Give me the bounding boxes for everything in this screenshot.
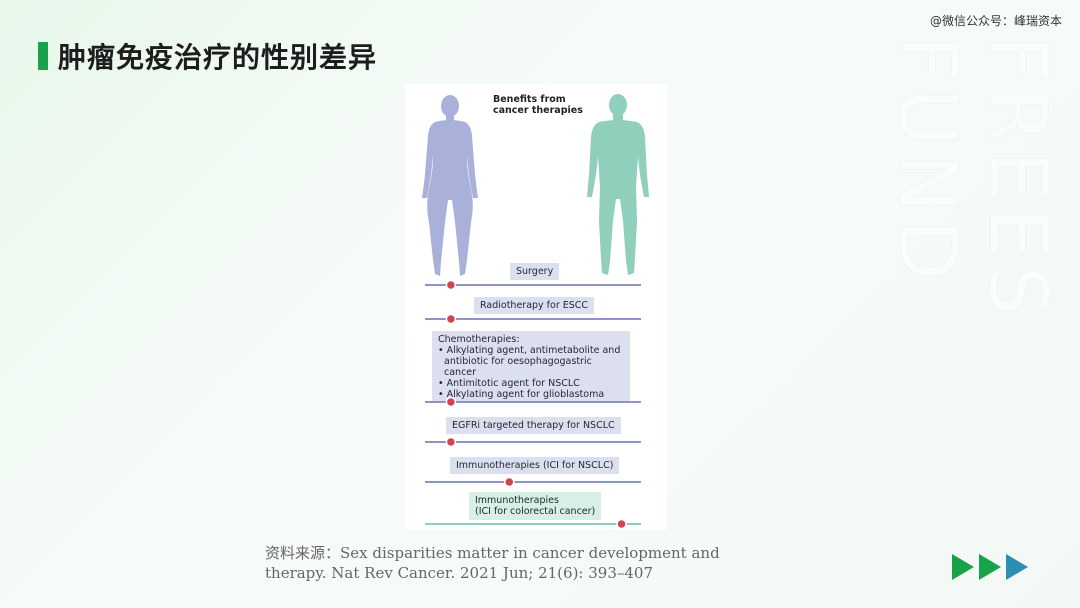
- label-radiotherapy: Radiotherapy for ESCC: [474, 297, 595, 314]
- label-line: Surgery: [516, 266, 554, 277]
- label-line: antibiotic for oesophagogastric cancer: [444, 356, 592, 378]
- label-egfri: EGFRi targeted therapy for NSCLC: [446, 417, 621, 434]
- female-silhouette-icon: [422, 95, 478, 276]
- label-line: • Antimitotic agent for NSCLC: [438, 378, 580, 389]
- label-line: Radiotherapy for ESCC: [480, 300, 589, 311]
- nav-arrows: [952, 554, 1028, 580]
- title-accent-bar: [38, 42, 48, 70]
- label-line: • Alkylating agent for glioblastoma: [438, 389, 605, 400]
- benefit-scale-lines: [425, 279, 641, 530]
- watermark-text: @微信公众号：峰瑞资本: [929, 14, 1062, 28]
- label-surgery: Surgery: [510, 263, 560, 280]
- source-citation: 资料来源：Sex disparities matter in cancer de…: [265, 543, 735, 583]
- benefit-marker: [503, 476, 515, 488]
- benefit-marker: [445, 436, 457, 448]
- benefit-marker: [616, 518, 627, 530]
- figure-title-line1: Benefits from: [493, 94, 566, 105]
- figure-title: Benefits from cancer therapies: [493, 94, 603, 116]
- page-title-wrap: 肿瘤免疫治疗的性别差异: [38, 36, 377, 76]
- label-line: • Alkylating agent, antimetabolite and: [438, 345, 621, 356]
- label-line: Immunotherapies: [475, 495, 559, 506]
- benefit-marker: [445, 313, 457, 325]
- label-line: EGFRi targeted therapy for NSCLC: [452, 420, 615, 431]
- arrow-icon: [979, 554, 1001, 580]
- label-chemotherapies: Chemotherapies: • Alkylating agent, anti…: [432, 331, 630, 403]
- vertical-watermark: FREES FUND: [882, 36, 1062, 324]
- label-line: (ICI for colorectal cancer): [475, 506, 596, 517]
- source-line1: 资料来源：Sex disparities matter in cancer de…: [265, 544, 720, 562]
- benefit-marker: [445, 396, 457, 408]
- arrow-icon: [952, 554, 974, 580]
- page-title: 肿瘤免疫治疗的性别差异: [58, 41, 378, 74]
- label-immuno-nsclc: Immunotherapies (ICI for NSCLC): [450, 457, 620, 474]
- arrow-icon: [1006, 554, 1028, 580]
- figure-title-line2: cancer therapies: [493, 105, 583, 116]
- diagram-figure: Benefits from cancer therapies Surgery R…: [405, 84, 667, 530]
- benefit-marker: [445, 279, 457, 291]
- source-line2: therapy. Nat Rev Cancer. 2021 Jun; 21(6)…: [265, 564, 654, 582]
- male-silhouette-icon: [587, 94, 649, 275]
- label-line: Immunotherapies (ICI for NSCLC): [456, 460, 614, 471]
- label-line: Chemotherapies:: [438, 334, 520, 345]
- label-immuno-colorectal: Immunotherapies (ICI for colorectal canc…: [469, 492, 602, 520]
